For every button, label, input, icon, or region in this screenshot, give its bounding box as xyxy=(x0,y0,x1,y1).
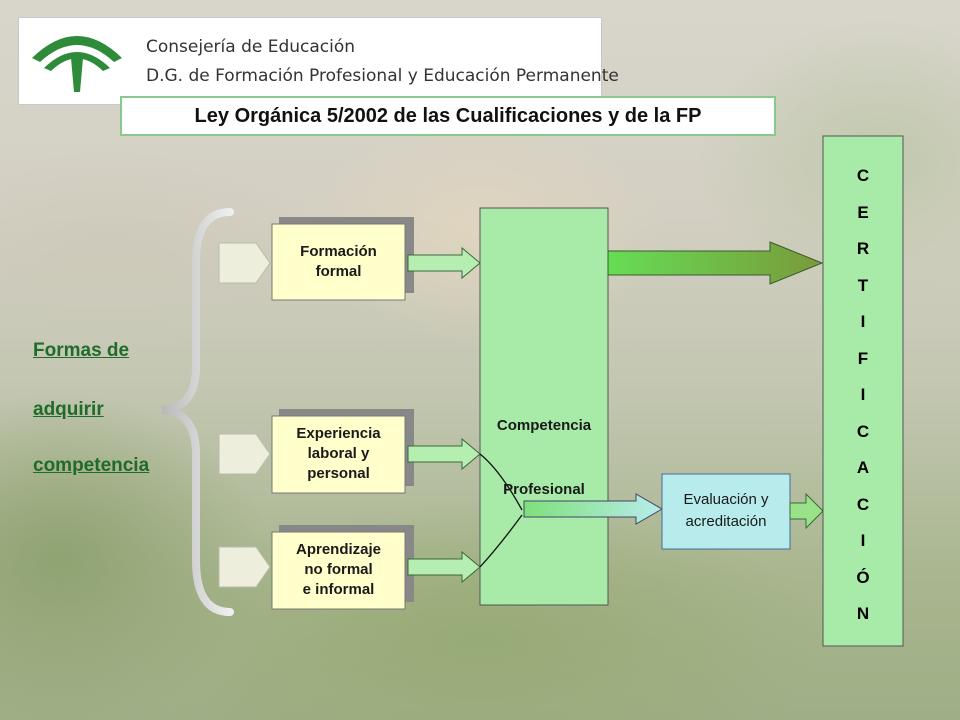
stage-arrow-1 xyxy=(407,246,481,280)
cert-letter: I xyxy=(860,531,866,550)
evaluacion-to-cert-arrow xyxy=(789,492,824,530)
cert-letter: I xyxy=(860,312,866,331)
side-heading-word-formas[interactable]: Formas xyxy=(33,340,102,361)
competencia-label: Competencia Profesional xyxy=(480,378,608,538)
input-arrow-2 xyxy=(218,433,271,475)
input-arrow-1 xyxy=(218,242,271,284)
competencia-label-line1: Competencia xyxy=(496,417,592,434)
competencia-box xyxy=(479,207,609,606)
cert-letter: T xyxy=(857,275,869,295)
stage-label-formacion: Formación formal xyxy=(300,243,377,280)
cert-letter: C xyxy=(856,421,870,441)
grouping-brace xyxy=(161,208,234,616)
cert-letter: I xyxy=(860,385,866,404)
evaluacion-label: Evaluación y acreditación xyxy=(683,491,769,530)
stage-box-1 xyxy=(271,223,406,301)
stage-arrow-2 xyxy=(407,437,481,471)
stage-arrow-3 xyxy=(407,550,481,584)
junta-andalucia-logo-icon xyxy=(22,20,132,100)
input-arrow-3 xyxy=(218,546,271,588)
evaluacion-box xyxy=(661,473,791,550)
competencia-label-line2: Profesional xyxy=(503,481,585,498)
cert-letter: A xyxy=(856,458,870,477)
cert-letter: C xyxy=(856,166,870,185)
side-heading-line-1[interactable]: Formas de xyxy=(33,340,129,362)
converge-line-upper xyxy=(479,453,523,511)
cert-letter: C xyxy=(856,494,870,514)
converge-line-lower xyxy=(479,514,523,568)
stage-box-3 xyxy=(271,531,406,610)
certificacion-letters: C E R T I F I C A C I Ó N xyxy=(823,158,903,633)
stage-label-aprendizaje: Aprendizaje no formal e informal xyxy=(295,541,382,598)
cert-letter: F xyxy=(857,348,869,368)
evaluacion-arrow xyxy=(523,493,664,525)
header-line-consejeria: Consejería de Educación xyxy=(146,37,356,57)
direct-cert-arrow xyxy=(607,241,824,285)
cert-letter: E xyxy=(857,202,869,222)
side-heading-word-competencia[interactable]: competencia xyxy=(33,455,150,476)
side-heading-word-de[interactable]: de xyxy=(106,340,130,361)
certificacion-box xyxy=(822,135,904,647)
cert-letter: Ó xyxy=(856,567,870,587)
cert-letter: N xyxy=(856,604,870,623)
stage-label-experiencia: Experiencia laboral y personal xyxy=(296,425,381,482)
header-line-dg: D.G. de Formación Profesional y Educació… xyxy=(146,66,619,86)
page-title: Ley Orgánica 5/2002 de las Cualificacion… xyxy=(120,96,776,136)
stage-box-2 xyxy=(271,415,406,494)
cert-letter: R xyxy=(856,239,870,258)
side-heading-word-adquirir[interactable]: adquirir xyxy=(33,399,104,420)
